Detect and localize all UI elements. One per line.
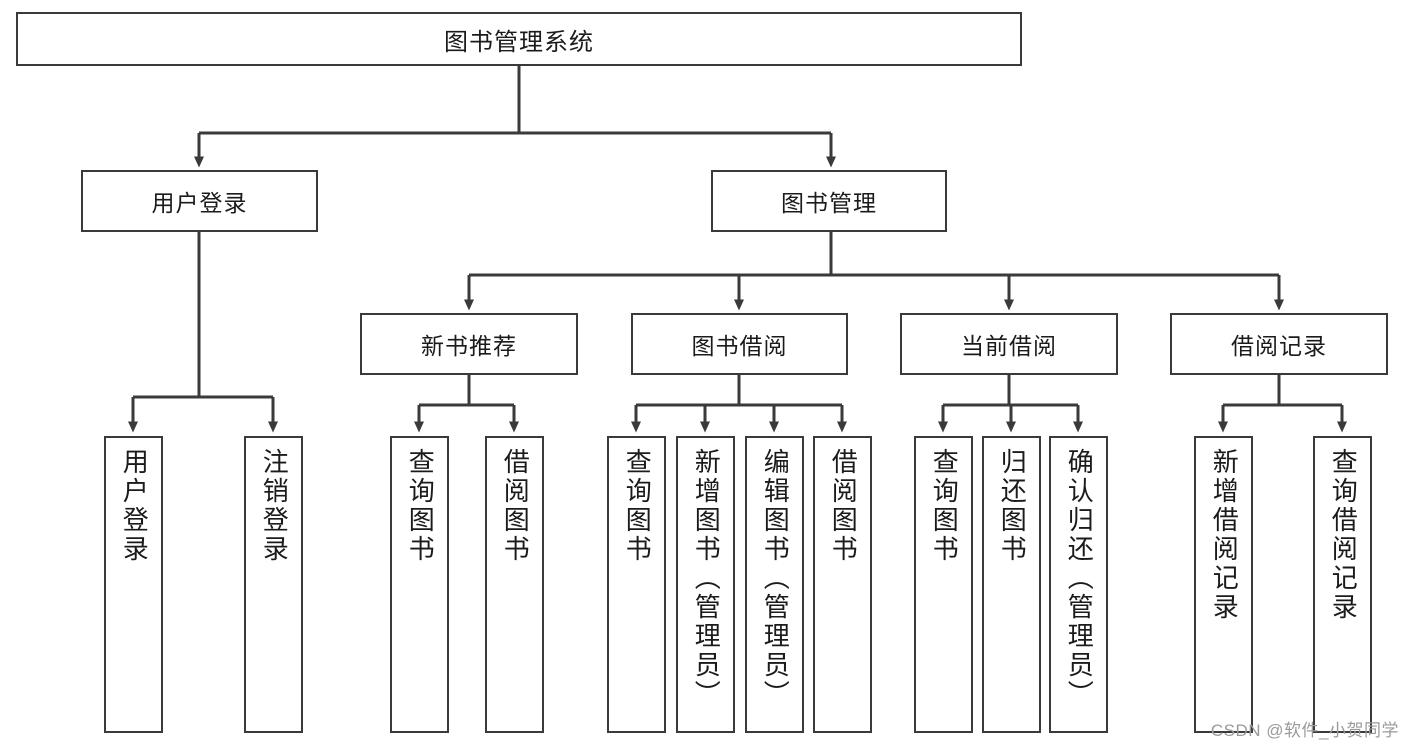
- node-leaf-confirm-return-label: 确认归还（管理员）: [1064, 448, 1095, 709]
- node-user-login[interactable]: 用户登录: [81, 170, 318, 232]
- node-leaf-borrow-book-2-label: 借阅图书: [828, 448, 859, 564]
- node-leaf-query-record-label: 查询借阅记录: [1328, 448, 1359, 622]
- node-leaf-query-book-1[interactable]: 查询图书: [390, 436, 449, 733]
- node-leaf-edit-book-label: 编辑图书（管理员）: [760, 448, 791, 709]
- node-borrow-record[interactable]: 借阅记录: [1170, 313, 1388, 375]
- node-root[interactable]: 图书管理系统: [16, 12, 1022, 66]
- node-leaf-logout-label: 注销登录: [259, 448, 290, 564]
- node-leaf-logout[interactable]: 注销登录: [244, 436, 303, 733]
- node-leaf-edit-book[interactable]: 编辑图书（管理员）: [745, 436, 804, 733]
- node-leaf-query-record[interactable]: 查询借阅记录: [1313, 436, 1372, 733]
- node-book-manage[interactable]: 图书管理: [711, 170, 947, 232]
- node-book-borrow-label: 图书借阅: [691, 333, 788, 359]
- node-current-borrow-label: 当前借阅: [961, 333, 1057, 359]
- node-book-manage-label: 图书管理: [781, 190, 877, 216]
- node-leaf-add-record-label: 新增借阅记录: [1209, 448, 1240, 622]
- node-new-book-rec-label: 新书推荐: [421, 333, 517, 359]
- node-leaf-add-book[interactable]: 新增图书（管理员）: [676, 436, 735, 733]
- node-leaf-query-book-1-label: 查询图书: [405, 448, 436, 564]
- node-leaf-user-login[interactable]: 用户登录: [104, 436, 163, 733]
- node-book-borrow[interactable]: 图书借阅: [631, 313, 848, 375]
- node-leaf-query-book-2-label: 查询图书: [622, 448, 653, 564]
- node-leaf-add-record[interactable]: 新增借阅记录: [1194, 436, 1253, 733]
- watermark: CSDN @软件_小贺同学: [1210, 721, 1399, 740]
- node-leaf-query-book-3-label: 查询图书: [929, 448, 960, 564]
- node-leaf-confirm-return[interactable]: 确认归还（管理员）: [1049, 436, 1108, 733]
- node-leaf-query-book-3[interactable]: 查询图书: [914, 436, 973, 733]
- node-leaf-add-book-label: 新增图书（管理员）: [691, 448, 722, 709]
- node-current-borrow[interactable]: 当前借阅: [900, 313, 1118, 375]
- node-leaf-user-login-label: 用户登录: [119, 448, 150, 564]
- node-leaf-return-book[interactable]: 归还图书: [982, 436, 1041, 733]
- node-leaf-borrow-book-2[interactable]: 借阅图书: [813, 436, 872, 733]
- node-leaf-borrow-book-1[interactable]: 借阅图书: [485, 436, 544, 733]
- node-leaf-borrow-book-1-label: 借阅图书: [500, 448, 531, 564]
- node-leaf-query-book-2[interactable]: 查询图书: [607, 436, 666, 733]
- node-new-book-rec[interactable]: 新书推荐: [360, 313, 578, 375]
- node-root-label: 图书管理系统: [444, 28, 594, 56]
- node-borrow-record-label: 借阅记录: [1231, 333, 1327, 359]
- node-leaf-return-book-label: 归还图书: [997, 448, 1028, 564]
- node-user-login-label: 用户登录: [151, 190, 248, 216]
